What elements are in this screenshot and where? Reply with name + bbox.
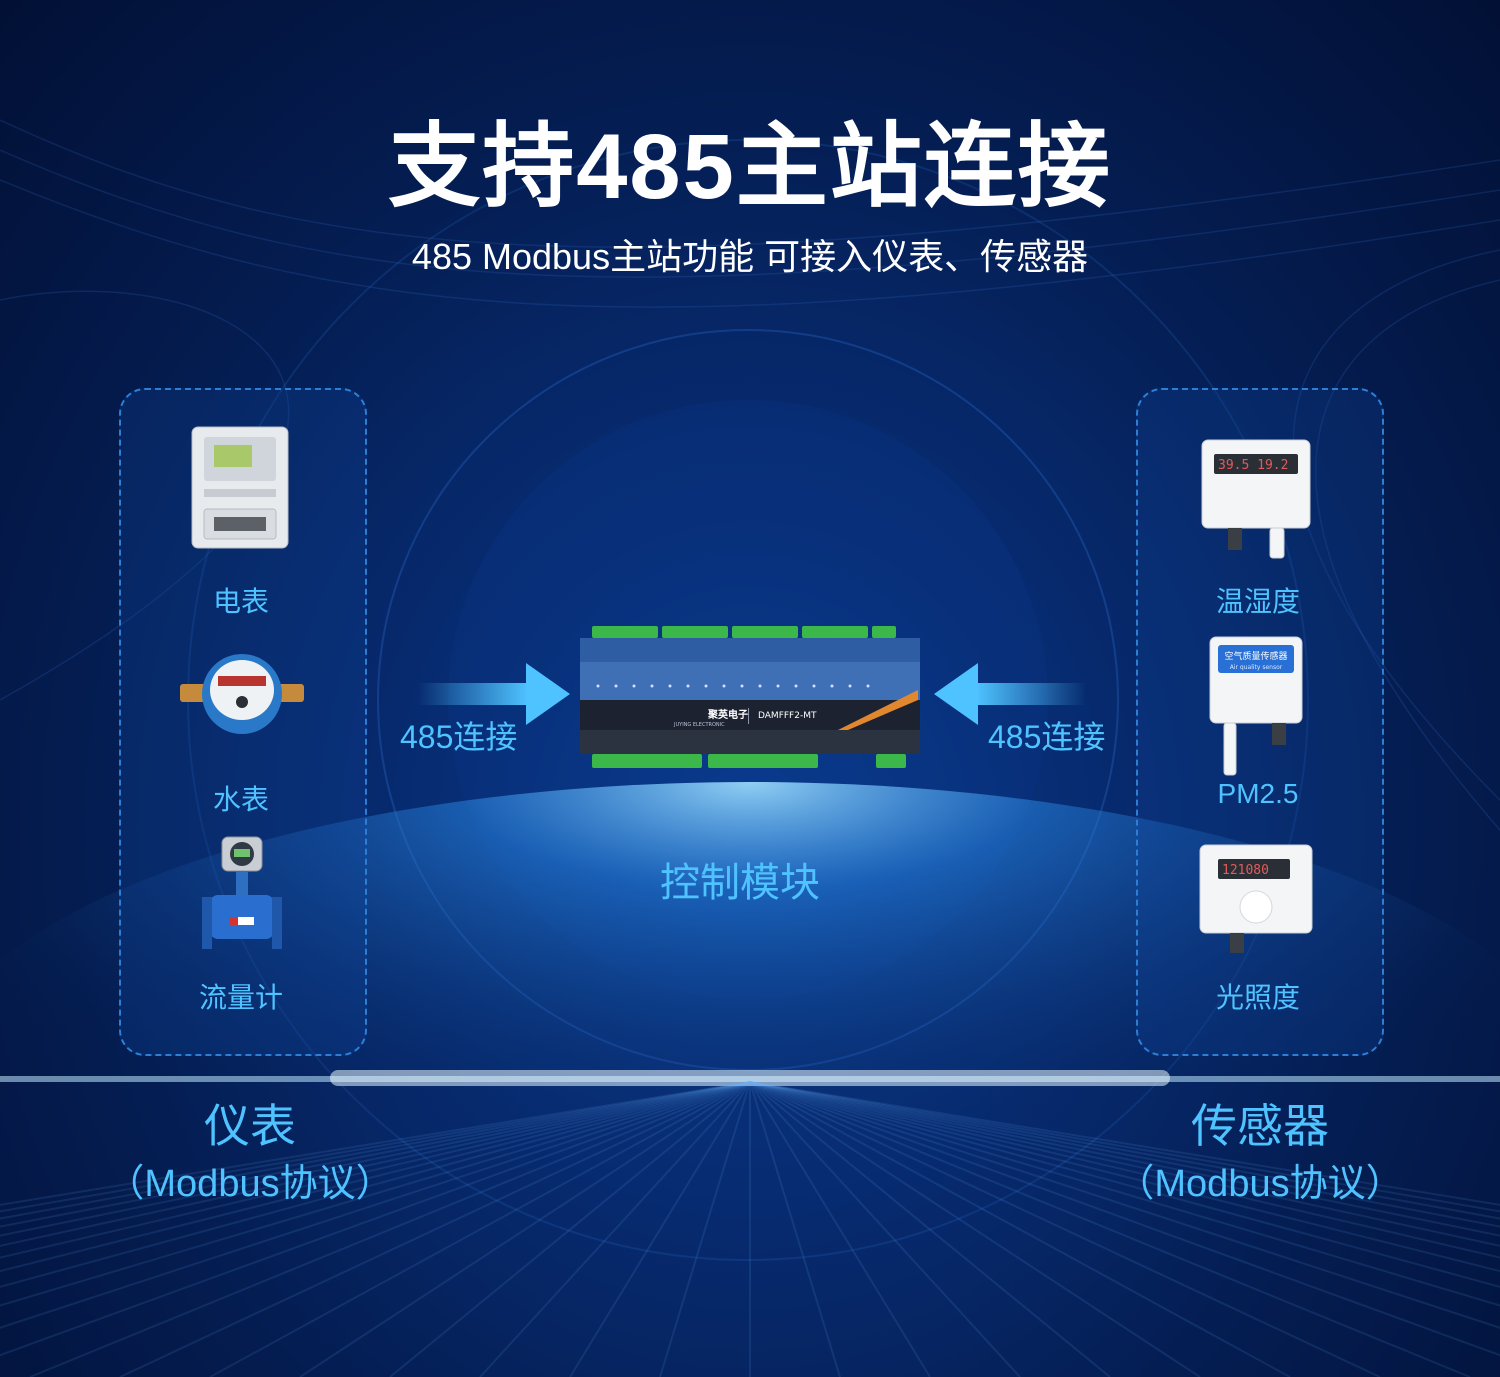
module-indicator-led xyxy=(848,684,852,688)
module-indicator-led xyxy=(650,684,654,688)
floor-ray xyxy=(749,1081,1500,1206)
floor-ray xyxy=(749,1081,1500,1357)
module-indicator-led xyxy=(686,684,690,688)
module-indicator-led xyxy=(794,684,798,688)
floor-ray xyxy=(389,1081,751,1377)
floor-ray xyxy=(0,1081,751,1357)
meters-group-title: 仪表 xyxy=(204,1100,296,1152)
floor-ray xyxy=(749,1081,1500,1259)
floor-ray xyxy=(749,1081,1500,1329)
floor-ray xyxy=(0,1081,751,1273)
page-title: 支持485主站连接 xyxy=(388,116,1112,218)
floor-ray xyxy=(749,1081,1500,1247)
module-indicator-led xyxy=(614,684,618,688)
flow-meter-icon xyxy=(202,836,282,949)
module-model: DAMFFF2-MT xyxy=(758,711,817,721)
floor-ray xyxy=(749,1081,1381,1377)
floor-ray xyxy=(479,1081,751,1377)
floor-ray xyxy=(29,1081,751,1377)
module-indicator-led xyxy=(866,684,870,688)
floor-ray xyxy=(749,1081,1021,1377)
floor-ray xyxy=(119,1081,751,1377)
floor-ray xyxy=(0,1081,751,1307)
pm25-label: PM2.5 xyxy=(1217,778,1299,809)
floor-ray xyxy=(749,1081,1500,1273)
flow-meter-label: 流量计 xyxy=(198,982,283,1013)
module-indicator-led xyxy=(704,684,708,688)
temp-humidity-sensor-icon: 39.5 19.2 xyxy=(1201,439,1311,559)
module-indicator-led xyxy=(740,684,744,688)
floor-ray xyxy=(299,1081,751,1377)
floor-ray xyxy=(749,1081,1500,1288)
electric-meter-icon xyxy=(191,426,289,549)
floor-ray xyxy=(0,1081,751,1213)
module-indicator-led xyxy=(668,684,672,688)
water-meter-label: 水表 xyxy=(212,784,269,815)
aq-panel-subtitle: Air quality sensor xyxy=(1230,664,1283,671)
light-sensor-icon: 121080 xyxy=(1199,844,1313,953)
floor-ray xyxy=(749,1081,931,1377)
floor-ray xyxy=(0,1081,751,1220)
temp-display: 39.5 19.2 xyxy=(1218,458,1288,473)
floor-ray xyxy=(749,1081,1500,1237)
floor-ray xyxy=(0,1081,751,1247)
floor-ray xyxy=(209,1081,751,1377)
sensors-group-protocol: （Modbus协议） xyxy=(1116,1163,1404,1205)
meters-group-protocol: （Modbus协议） xyxy=(106,1163,394,1205)
floor-ray xyxy=(0,1081,751,1206)
floor-ray xyxy=(749,1081,1201,1377)
floor-ray xyxy=(749,1081,1500,1213)
floor-ray xyxy=(0,1081,751,1259)
module-indicator-led xyxy=(632,684,636,688)
module-indicator-led xyxy=(758,684,762,688)
module-brand-en: JUYING ELECTRONIC xyxy=(673,722,725,728)
floor-ray xyxy=(659,1081,751,1377)
module-indicator-led xyxy=(830,684,834,688)
module-indicator-led xyxy=(722,684,726,688)
floor-ray xyxy=(749,1081,1500,1228)
floor-ray xyxy=(569,1081,751,1377)
floor-ray xyxy=(0,1081,751,1228)
control-module-device: 聚英电子 JUYING ELECTRONIC DAMFFF2-MT xyxy=(580,626,920,768)
floor-ray xyxy=(749,1081,1471,1377)
electric-meter-label: 电表 xyxy=(212,586,269,617)
floor-ray xyxy=(0,1081,751,1329)
module-brand: 聚英电子 xyxy=(707,708,748,721)
left-485-connection-label: 485连接 xyxy=(400,719,518,755)
floor-ray xyxy=(749,1081,1500,1307)
floor-ray xyxy=(749,1081,1500,1220)
water-meter-icon xyxy=(180,654,304,734)
sensors-group-title: 传感器 xyxy=(1191,1100,1329,1152)
page-subtitle: 485 Modbus主站功能 可接入仪表、传感器 xyxy=(411,236,1089,277)
lux-display: 121080 xyxy=(1222,863,1269,878)
aq-panel-title: 空气质量传感器 xyxy=(1224,650,1287,662)
light-sensor-label: 光照度 xyxy=(1215,982,1300,1013)
module-indicator-led xyxy=(776,684,780,688)
air-quality-sensor-icon: 空气质量传感器 Air quality sensor xyxy=(1209,636,1303,776)
floor-ray xyxy=(749,1081,841,1377)
floor-ray xyxy=(0,1081,751,1288)
floor-ray xyxy=(749,1081,1291,1377)
floor-ray xyxy=(749,1081,1111,1377)
floor-ray xyxy=(0,1081,751,1237)
right-485-connection-label: 485连接 xyxy=(988,719,1106,755)
module-indicator-led xyxy=(812,684,816,688)
temp-humidity-label: 温湿度 xyxy=(1215,586,1300,617)
control-module-label: 控制模块 xyxy=(660,861,820,905)
module-indicator-led xyxy=(596,684,600,688)
